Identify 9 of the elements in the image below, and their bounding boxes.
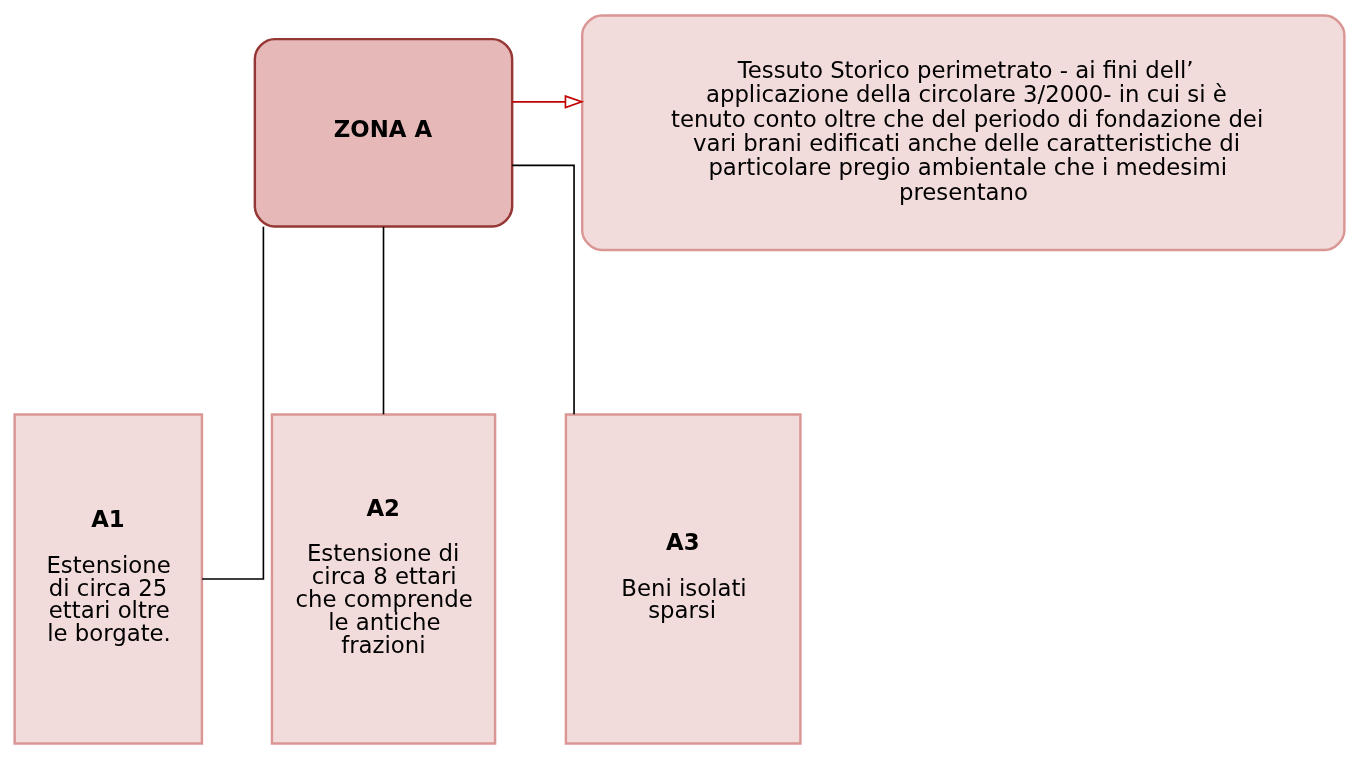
node-box: A3 Beni isolati sparsi	[564, 412, 802, 745]
node-box: ZONA A	[253, 37, 514, 228]
connector	[511, 164, 575, 415]
connector	[382, 225, 385, 415]
arrow	[511, 94, 585, 109]
node-box: Tessuto Storico perimetrato - ai fini dell’ applicazione della circolare 3/2000- in cui si è tenuto conto oltre che del periodo di fondazione dei vari brani edificati anche delle caratteristiche di particolare pregio ambientale che i medesimi presentano	[580, 13, 1346, 251]
connector	[201, 225, 265, 580]
node-box: A1 Estensione di circa 25 ettari oltre le borgate.	[13, 412, 204, 745]
node-box: A2 Estensione di circa 8 ettari che comprende le antiche frazioni	[270, 412, 497, 745]
